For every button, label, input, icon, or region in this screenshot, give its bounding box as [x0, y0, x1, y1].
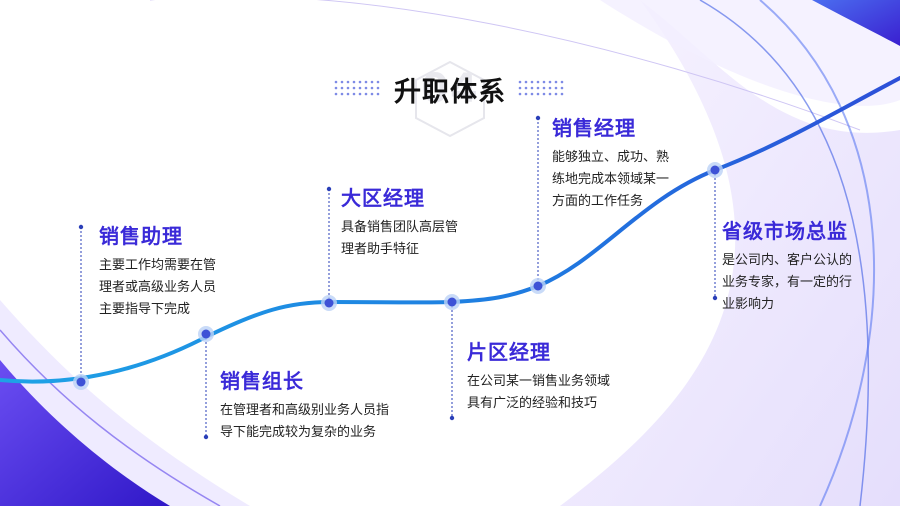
stage-name: 片区经理 [467, 340, 551, 364]
stage-name: 销售经理 [552, 116, 636, 140]
title-area: 04 升职体系 [332, 60, 568, 138]
stage-regional-manager: 大区经理 具备销售团队高层管 理者助手特征 [341, 185, 521, 261]
stage-provincial-market-director: 省级市场总监 是公司内、客户公认的 业务专家，有一定的行 业影响力 [722, 218, 892, 316]
stage-name: 省级市场总监 [722, 219, 848, 243]
stage-desc: 在公司某一销售业务领域 具有广泛的经验和技巧 [467, 374, 611, 411]
stage-desc: 主要工作均需要在管 理者或高级业务人员 主要指导下完成 [99, 258, 217, 317]
section-number: 04 [421, 66, 479, 112]
stage-marker-6 [707, 162, 723, 178]
stage-area-manager: 片区经理 在公司某一销售业务领域 具有广泛的经验和技巧 [467, 339, 667, 415]
stage-desc: 能够独立、成功、熟 练地完成本领域某一 方面的工作任务 [552, 150, 670, 209]
corner-shape-top-right [812, 0, 900, 46]
stage-sales-team-leader: 销售组长 在管理者和高级别业务人员指 导下能完成较为复杂的业务 [220, 368, 440, 444]
stage-marker-3 [321, 295, 337, 311]
stage-name: 销售组长 [220, 369, 304, 393]
stage-sales-assistant: 销售助理 主要工作均需要在管 理者或高级业务人员 主要指导下完成 [99, 223, 279, 321]
lavender-sweep [560, 0, 900, 506]
stage-marker-2 [198, 326, 214, 342]
dot-pattern-left [334, 80, 380, 96]
decor-arc-right [699, 0, 870, 506]
hexagon-decoration [415, 60, 485, 138]
decor-arc-top [150, 0, 861, 131]
stage-sales-manager: 销售经理 能够独立、成功、熟 练地完成本领域某一 方面的工作任务 [552, 115, 722, 213]
stage-desc: 在管理者和高级别业务人员指 导下能完成较为复杂的业务 [220, 403, 390, 440]
stage-name: 销售助理 [99, 224, 183, 248]
stage-marker-1 [73, 374, 89, 390]
stage-desc: 具备销售团队高层管 理者助手特征 [341, 220, 459, 257]
dot-pattern-right [518, 80, 564, 96]
page-title: 升职体系 [394, 77, 506, 108]
stage-marker-5 [530, 278, 546, 294]
stage-marker-4 [444, 294, 460, 310]
stage-desc: 是公司内、客户公认的 业务专家，有一定的行 业影响力 [722, 253, 853, 312]
stage-name: 大区经理 [341, 186, 425, 210]
